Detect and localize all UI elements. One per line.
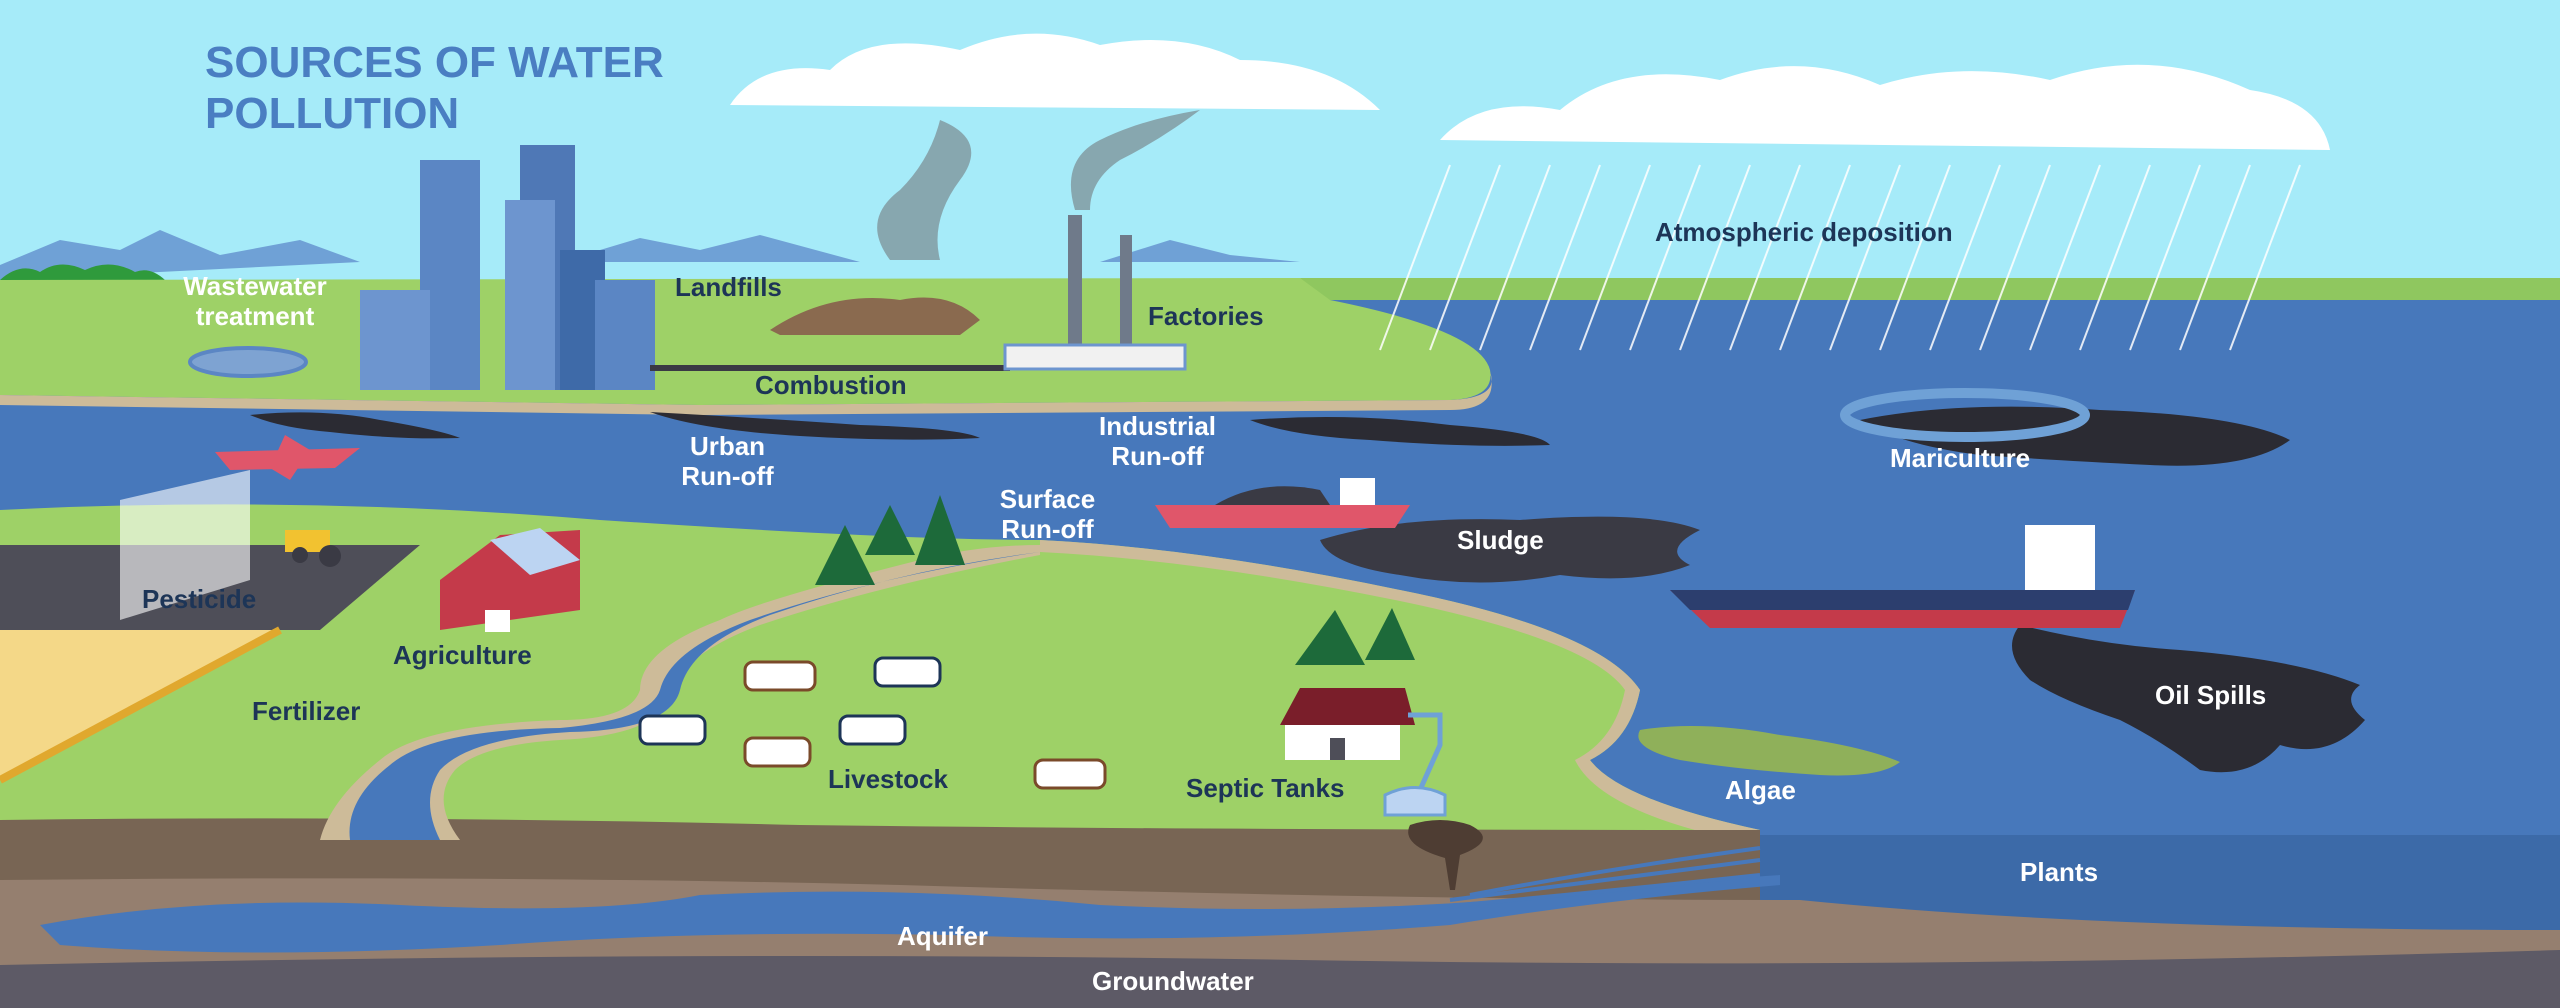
bedrock [0, 950, 2560, 1008]
rain [1379, 164, 2301, 351]
label-wastewater-line-2: treatment [195, 300, 315, 331]
title-line-1: SOURCES OF WATER [205, 38, 664, 87]
label-livestock: Livestock [828, 764, 948, 794]
page-title: SOURCES OF WATER POLLUTION [205, 38, 664, 139]
label-wastewater-line-1: Wastewater [183, 271, 327, 301]
barn [440, 528, 580, 632]
farm-shore [1040, 540, 1760, 842]
sludge [1320, 516, 1700, 583]
label-factories: Factories [1148, 301, 1264, 331]
mariculture-net [1840, 388, 2090, 442]
city-shore [0, 372, 1492, 415]
groundwater-channels [1449, 846, 1761, 907]
label-aquifer: Aquifer [897, 921, 988, 951]
pesticide-spray [120, 470, 250, 620]
label-pesticide: Pesticide [142, 584, 257, 614]
label-industrial-runoff-line-2: Run-off [1111, 440, 1204, 471]
label-septic-tanks: Septic Tanks [1186, 773, 1345, 803]
label-industrial-runoff-line-1: Industrial [1098, 411, 1216, 441]
cows [638, 656, 1107, 790]
wastewater-tank [188, 346, 308, 378]
tanker-ship [1670, 525, 2135, 628]
aquifer [40, 875, 1780, 953]
oil-trails [250, 406, 2290, 466]
label-plants: Plants [2020, 857, 2099, 887]
label-urban-runoff-line-1: Urban [689, 431, 766, 461]
label-atmospheric-deposition: Atmospheric deposition [1655, 217, 1953, 247]
label-combustion: Combustion [755, 370, 907, 400]
label-agriculture: Agriculture [393, 640, 532, 670]
crop-plane [215, 435, 360, 480]
label-oil-spills: Oil Spills [2155, 680, 2267, 710]
river [349, 552, 1040, 840]
label-industrial-runoff: Industrial Run-off [1075, 411, 1240, 472]
label-groundwater: Groundwater [1092, 966, 1254, 996]
trees [815, 495, 1415, 665]
label-urban-runoff-line-2: Run-off [681, 460, 774, 491]
title-line-2: POLLUTION [205, 88, 460, 138]
label-algae: Algae [1725, 775, 1796, 805]
label-landfills: Landfills [675, 272, 782, 302]
road [650, 365, 1010, 371]
label-wastewater-treatment: Wastewater treatment [160, 271, 350, 332]
label-fertilizer: Fertilizer [252, 696, 361, 726]
tractor [285, 530, 341, 567]
smoke [877, 110, 1200, 260]
label-surface-runoff: Surface Run-off [980, 484, 1115, 545]
oil-spill [2012, 625, 2365, 773]
factory [1003, 215, 1187, 371]
landfill-mound [770, 297, 980, 335]
mountains [0, 230, 1300, 280]
far-shore [1300, 278, 2560, 300]
algae [1638, 726, 1900, 776]
barge [1155, 478, 1410, 528]
house [1280, 688, 1415, 760]
field-edge [0, 626, 282, 784]
label-surface-runoff-line-1: Surface [999, 484, 1096, 514]
septic-pipe [1408, 712, 1443, 792]
label-sludge: Sludge [1457, 525, 1544, 555]
label-urban-runoff: Urban Run-off [660, 431, 795, 492]
label-surface-runoff-line-2: Run-off [1001, 513, 1094, 544]
clouds [730, 33, 2330, 150]
treeline [0, 264, 165, 280]
city-buildings [360, 145, 655, 390]
septic-tank [1383, 786, 1447, 817]
label-mariculture: Mariculture [1890, 443, 2031, 473]
septic-leak [1408, 820, 1483, 890]
